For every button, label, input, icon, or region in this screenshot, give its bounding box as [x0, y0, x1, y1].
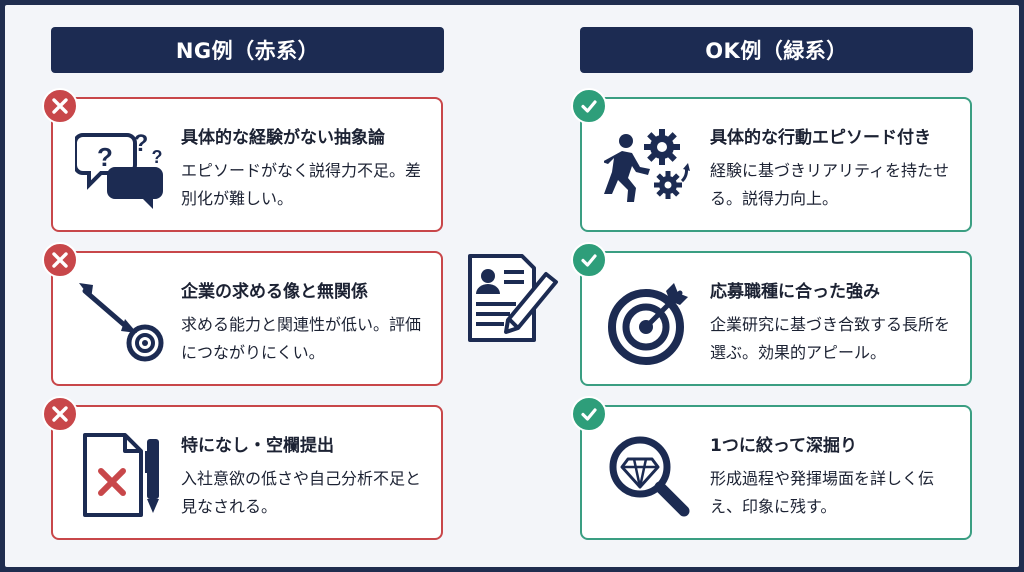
ok-card-strength: 応募職種に合った強み 企業研究に基づき合致する長所を選ぶ。効果的アピール。: [580, 251, 972, 386]
ng-column-header: NG例（赤系）: [51, 27, 444, 73]
card-description: 企業研究に基づき合致する長所を選ぶ。効果的アピール。: [710, 315, 951, 362]
cross-icon: [42, 242, 78, 278]
card-title: 具体的な行動エピソード付き: [710, 128, 931, 148]
cross-icon: [42, 88, 78, 124]
svg-text:?: ?: [134, 130, 149, 157]
check-icon: [571, 242, 607, 278]
resume-pen-icon: [464, 250, 560, 346]
card-title: 応募職種に合った強み: [710, 282, 880, 302]
blank-document-pen-icon: [75, 431, 167, 519]
card-description: 経験に基づきリアリティを持たせる。説得力向上。: [710, 161, 950, 208]
speech-bubbles-question-icon: ? ? ?: [75, 123, 167, 211]
card-title: 1つに絞って深掘り: [710, 436, 857, 456]
ng-card-abstract: ? ? ? 具体的な経験がない抽象論 エピソードがなく説得力不足。差別化が難しい…: [51, 97, 443, 232]
check-icon: [571, 396, 607, 432]
card-description: 求める能力と関連性が低い。評価につながりにくい。: [181, 315, 422, 362]
bullseye-target-icon: [604, 277, 696, 365]
svg-text:?: ?: [152, 147, 163, 167]
ok-column-header: OK例（緑系）: [580, 27, 973, 73]
card-description: 形成過程や発揮場面を詳しく伝え、印象に残す。: [710, 469, 935, 516]
ok-card-focus: 1つに絞って深掘り 形成過程や発揮場面を詳しく伝え、印象に残す。: [580, 405, 972, 540]
person-gears-icon: [604, 123, 696, 211]
ok-card-episode: 具体的な行動エピソード付き 経験に基づきリアリティを持たせる。説得力向上。: [580, 97, 972, 232]
card-title: 特になし・空欄提出: [181, 436, 334, 456]
card-title: 具体的な経験がない抽象論: [181, 128, 385, 148]
check-icon: [571, 88, 607, 124]
card-description: 入社意欲の低さや自己分析不足と見なされる。: [181, 469, 422, 516]
card-description: エピソードがなく説得力不足。差別化が難しい。: [181, 161, 422, 208]
magnifier-diamond-icon: [604, 431, 696, 519]
ng-card-blank: 特になし・空欄提出 入社意欲の低さや自己分析不足と見なされる。: [51, 405, 443, 540]
svg-text:?: ?: [97, 142, 113, 172]
ng-card-unrelated: 企業の求める像と無関係 求める能力と関連性が低い。評価につながりにくい。: [51, 251, 443, 386]
cross-icon: [42, 396, 78, 432]
missed-arrow-target-icon: [75, 277, 167, 365]
card-title: 企業の求める像と無関係: [181, 282, 368, 302]
